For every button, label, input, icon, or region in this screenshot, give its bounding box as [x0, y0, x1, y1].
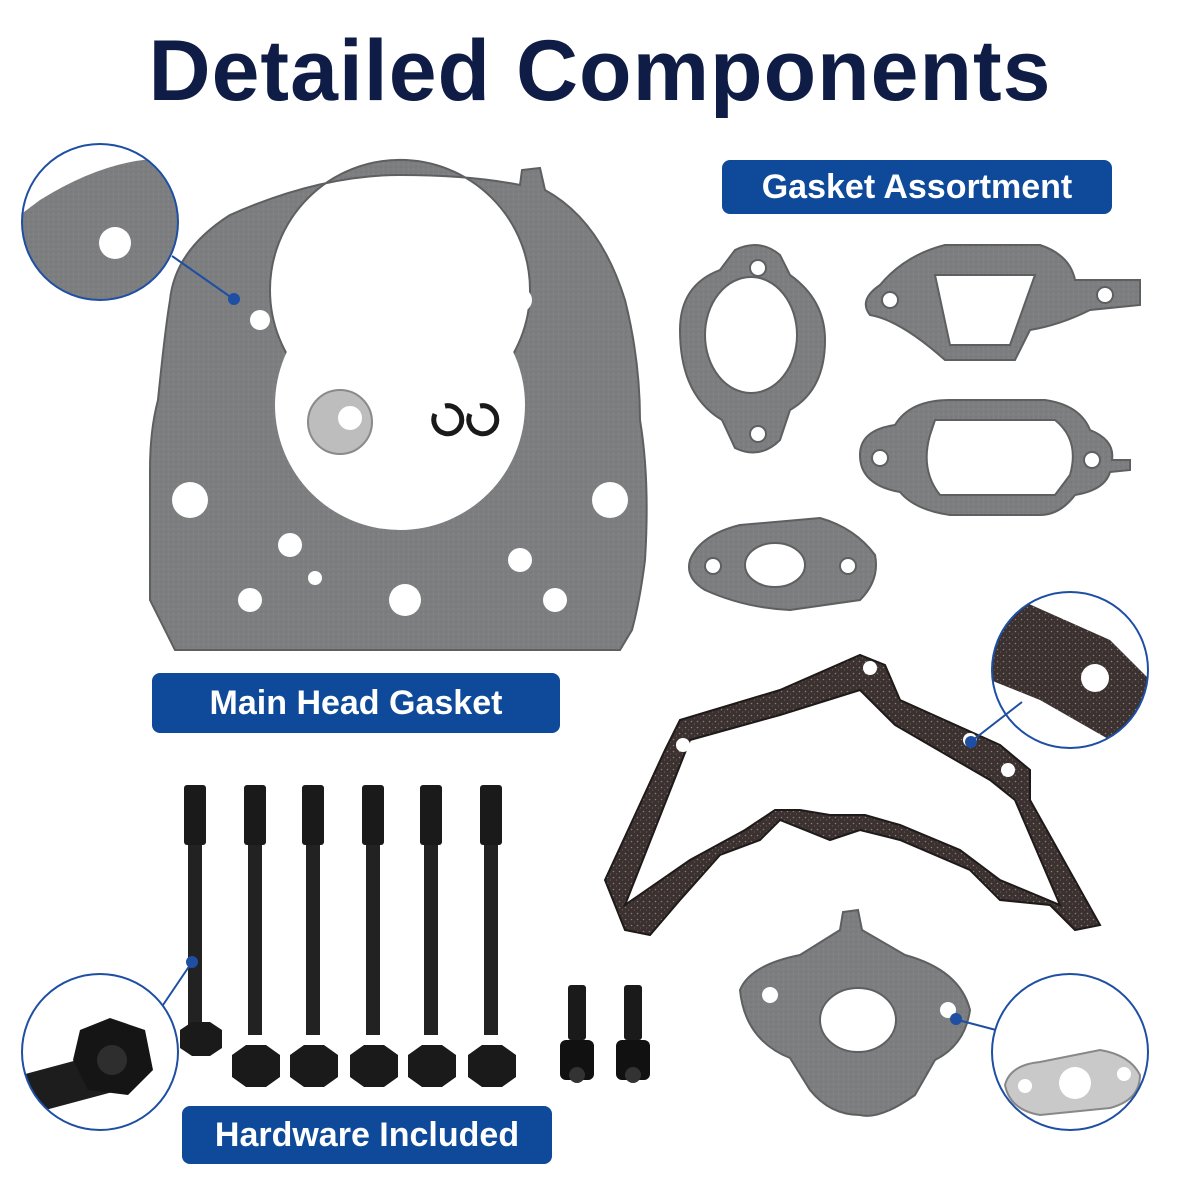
bottom-gasket [738, 908, 972, 1117]
cork-gasket-icon [603, 653, 1102, 937]
gasket-assortment [678, 244, 1141, 612]
socket-screw-icon [560, 985, 594, 1083]
small-gasket-icon [738, 908, 972, 1117]
small-gasket-icon [864, 244, 1141, 361]
small-gasket-icon [688, 516, 877, 612]
small-gasket-icon [678, 244, 827, 454]
zoom-callout-icon [991, 591, 1149, 749]
zoom-callout-icon [21, 143, 179, 301]
zoom-callout-icon [991, 973, 1149, 1131]
zoom-callout-top-left [21, 143, 240, 305]
snap-ring-icon [431, 403, 500, 437]
hardware-bolts [180, 785, 650, 1087]
head-bolt-icon [180, 785, 222, 1056]
head-bolt-icon [350, 785, 398, 1087]
small-gasket-icon [858, 399, 1131, 516]
socket-screw-icon [616, 985, 650, 1083]
washer-icon [307, 389, 373, 455]
main-head-gasket-label: Main Head Gasket [152, 673, 560, 733]
head-bolt-icon [468, 785, 516, 1087]
zoom-callout-bottom-right [950, 973, 1149, 1131]
page-title: Detailed Components [148, 23, 1052, 119]
head-bolt-icon [232, 785, 280, 1087]
head-bolt-icon [408, 785, 456, 1087]
zoom-callout-icon [21, 973, 179, 1131]
head-bolt-icon [290, 785, 338, 1087]
zoom-callout-bottom-left [21, 956, 198, 1131]
gasket-assortment-label: Gasket Assortment [722, 160, 1112, 214]
main-head-gasket [149, 159, 648, 651]
hardware-included-label: Hardware Included [182, 1106, 552, 1164]
zoom-callout-right [965, 591, 1149, 749]
